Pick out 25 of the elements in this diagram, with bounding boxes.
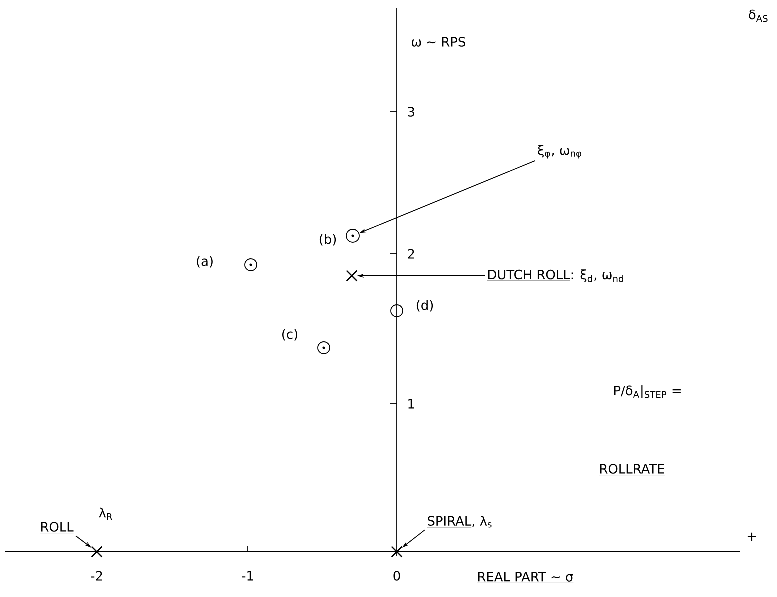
annotation-text: ROLLRATE [599, 464, 666, 476]
mode-label: DUTCH ROLL: ξ$_{d}$, ω$_{nd}$ [487, 270, 624, 282]
point-label: (a) [197, 256, 213, 268]
point-label: (c) [282, 329, 298, 341]
tick-label: 2 [408, 249, 414, 259]
axis-label: ω ∼ RPS [412, 37, 466, 47]
tick-label: 3 [408, 107, 414, 117]
pole-cross [91, 546, 103, 558]
tick-label: -2 [91, 571, 102, 581]
pole-cross [346, 270, 358, 282]
axis-label: REAL PART ∼ σ [477, 572, 574, 584]
pole-label: λ$_{R}$ [99, 508, 112, 520]
zero-symbol [346, 229, 360, 243]
pole-cross [391, 546, 403, 558]
tick-label: 1 [408, 399, 414, 409]
tick-label: -1 [242, 571, 254, 581]
leader-text: ξ$_{φ}$, ω$_{nφ}$ [538, 145, 582, 159]
tick-label: 0 [394, 571, 400, 581]
formula-label: P/δ$_{A}$|$_{STEP}$ = [614, 386, 681, 398]
mode-label: SPIRAL, λ$_{s}$ [427, 516, 492, 528]
point-label: (b) [320, 234, 336, 246]
sign-label: + [748, 532, 756, 542]
point-label: (d) [416, 300, 434, 312]
mode-label: ROLL [40, 522, 74, 534]
axis-label: δ$_{AS}$ [749, 10, 768, 22]
